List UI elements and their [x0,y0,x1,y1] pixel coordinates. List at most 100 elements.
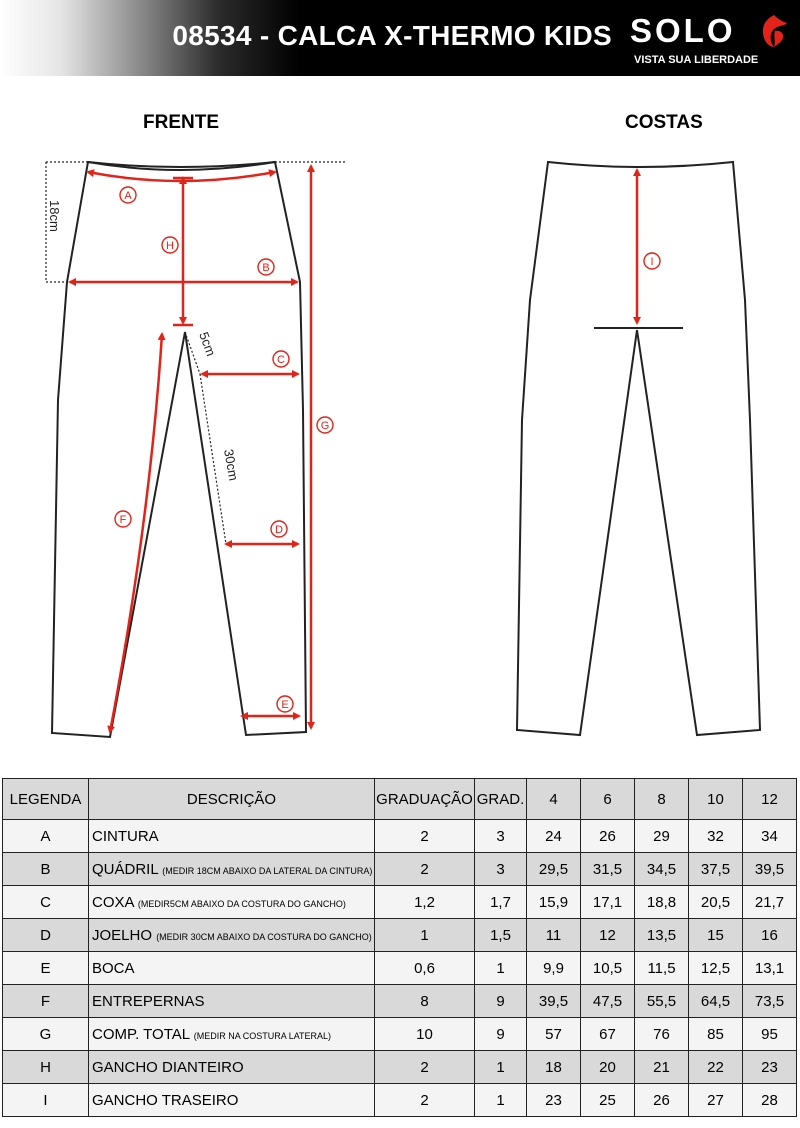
row-grad: 1 [474,1050,527,1084]
table-row: H GANCHO DIANTEIRO 2 1 18 20 21 22 23 [2,1050,797,1084]
row-size-8: 11,5 [634,951,689,985]
measurement-table: LEGENDA DESCRIÇÃO GRADUAÇÃO GRAD. 4 6 8 … [2,778,797,1117]
row-description: GANCHO TRASEIRO [88,1083,375,1117]
row-desc-text: QUÁDRIL [92,860,159,878]
row-size-12: 95 [742,1017,797,1051]
marker-c: C [272,350,290,368]
row-size-10: 12,5 [688,951,743,985]
row-desc-note: (MEDIR 30CM ABAIXO DA COSTURA DO GANCHO) [156,931,372,942]
row-grad: 3 [474,819,527,853]
front-measure-lines [68,164,315,734]
row-desc-text: GANCHO TRASEIRO [92,1091,239,1109]
header-bar: 08534 - CALCA X-THERMO KIDS SOLO VISTA S… [0,0,800,76]
table-row: I GANCHO TRASEIRO 2 1 23 25 26 27 28 [2,1083,797,1117]
row-size-12: 21,7 [742,885,797,919]
row-size-8: 29 [634,819,689,853]
row-desc-text: COMP. TOTAL [92,1025,190,1043]
row-size-8: 34,5 [634,852,689,886]
brand-name: SOLO [630,12,736,49]
row-legend: G [2,1017,89,1051]
brand-tagline: VISTA SUA LIBERDADE [634,54,759,66]
row-size-6: 31,5 [580,852,635,886]
marker-e: E [276,695,294,713]
row-desc-text: COXA [92,893,134,911]
table-row: G COMP. TOTAL (MEDIR NA COSTURA LATERAL)… [2,1017,797,1051]
row-graduacao: 0,6 [374,951,475,985]
marker-g: G [316,416,334,434]
marker-b-label: B [262,262,269,274]
row-grad: 1,5 [474,918,527,952]
row-desc-text: BOCA [92,959,135,977]
row-size-8: 13,5 [634,918,689,952]
marker-d: D [270,520,288,538]
row-description: ENTREPERNAS [88,984,375,1018]
row-grad: 3 [474,852,527,886]
row-desc-text: CINTURA [92,827,159,845]
row-size-10: 37,5 [688,852,743,886]
row-legend: F [2,984,89,1018]
dim-18cm-label: 18cm [47,200,62,232]
row-size-6: 12 [580,918,635,952]
row-desc-text: JOELHO [92,926,153,944]
row-grad: 9 [474,1017,527,1051]
row-size-10: 20,5 [688,885,743,919]
brand-block: SOLO VISTA SUA LIBERDADE [630,12,790,70]
col-header-size-10: 10 [688,778,743,820]
row-desc-text: GANCHO DIANTEIRO [92,1058,244,1076]
row-legend: A [2,819,89,853]
row-size-6: 17,1 [580,885,635,919]
marker-c-label: C [277,354,285,366]
row-size-6: 26 [580,819,635,853]
marker-g-label: G [321,420,330,432]
row-size-4: 24 [526,819,581,853]
row-size-6: 25 [580,1083,635,1117]
row-size-4: 18 [526,1050,581,1084]
row-size-4: 39,5 [526,984,581,1018]
row-size-6: 10,5 [580,951,635,985]
col-header-size-12: 12 [742,778,797,820]
marker-a: A [119,186,137,204]
row-graduacao: 2 [374,819,475,853]
row-graduacao: 1,2 [374,885,475,919]
table-row: A CINTURA 2 3 24 26 29 32 34 [2,819,797,853]
pants-technical-drawing: A B C D E F G H I 18cm 5cm 30cm [45,160,762,739]
row-size-6: 20 [580,1050,635,1084]
row-size-4: 57 [526,1017,581,1051]
back-pants-outline [515,160,762,737]
row-description: GANCHO DIANTEIRO [88,1050,375,1084]
row-desc-text: ENTREPERNAS [92,992,205,1010]
row-grad: 1 [474,1083,527,1117]
row-size-10: 27 [688,1083,743,1117]
row-graduacao: 10 [374,1017,475,1051]
col-header-graduacao: GRADUAÇÃO [374,778,475,820]
document-title: 08534 - CALCA X-THERMO KIDS [172,20,612,51]
table-row: E BOCA 0,6 1 9,9 10,5 11,5 12,5 13,1 [2,951,797,985]
table-row: D JOELHO (MEDIR 30CM ABAIXO DA COSTURA D… [2,918,797,952]
row-size-4: 29,5 [526,852,581,886]
row-description: BOCA [88,951,375,985]
row-size-12: 39,5 [742,852,797,886]
marker-e-label: E [281,699,288,711]
row-size-12: 28 [742,1083,797,1117]
row-size-10: 15 [688,918,743,952]
row-size-4: 11 [526,918,581,952]
row-size-10: 85 [688,1017,743,1051]
col-header-size-6: 6 [580,778,635,820]
dim-5cm-label: 5cm [196,330,218,358]
row-description: COMP. TOTAL (MEDIR NA COSTURA LATERAL) [88,1017,375,1051]
dotted-reference-lines [45,161,346,545]
row-size-6: 47,5 [580,984,635,1018]
front-pants-outline [50,160,308,739]
row-graduacao: 2 [374,1050,475,1084]
marker-i-label: I [650,256,653,268]
row-size-4: 15,9 [526,885,581,919]
row-graduacao: 2 [374,852,475,886]
row-desc-note: (MEDIR 18CM ABAIXO DA LATERAL DA CINTURA… [162,865,373,876]
row-description: QUÁDRIL (MEDIR 18CM ABAIXO DA LATERAL DA… [88,852,375,886]
row-size-8: 55,5 [634,984,689,1018]
row-legend: B [2,852,89,886]
row-desc-note: (MEDIR NA COSTURA LATERAL) [193,1030,332,1041]
row-size-4: 23 [526,1083,581,1117]
marker-d-label: D [275,524,283,536]
marker-b: B [257,258,275,276]
